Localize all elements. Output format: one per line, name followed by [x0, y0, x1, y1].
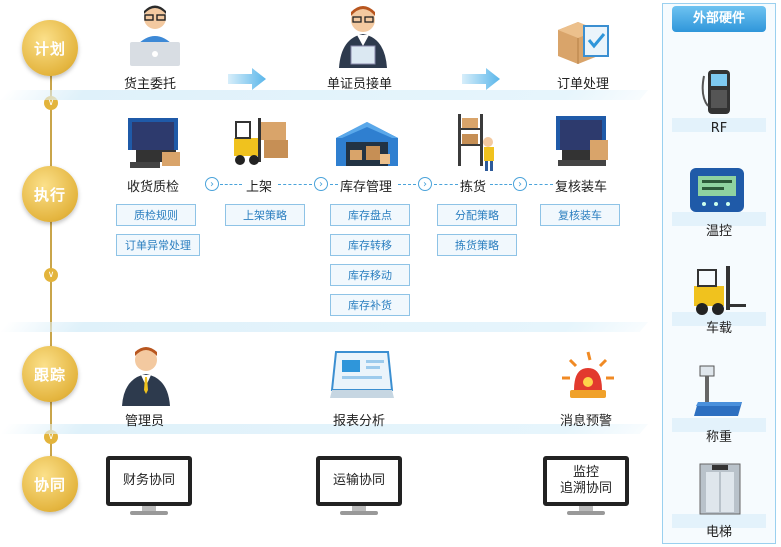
- stage-plan: 计划: [22, 20, 78, 76]
- tag-inventory-move: 库存移动: [330, 264, 410, 286]
- elevator-icon: [699, 463, 741, 515]
- stage-execute: 执行: [22, 166, 78, 222]
- hw-base: [672, 118, 766, 132]
- tag-inventory-transfer: 库存转移: [330, 234, 410, 256]
- transport-screen: 运输协同: [316, 456, 402, 506]
- track-alert-label: 消息预警: [560, 414, 613, 429]
- tag-allocation-strategy: 分配策略: [437, 204, 517, 226]
- finance-monitor: 财务协同: [106, 456, 192, 516]
- tag-quality-rules: 质检规则: [116, 204, 196, 226]
- plan-owner-label: 货主委托: [124, 77, 177, 92]
- monitor-trace-screen: 监控 追溯协同: [543, 456, 629, 506]
- warehouse-icon: [336, 122, 398, 166]
- collab-transport-label: 运输协同: [332, 473, 385, 488]
- step-putaway-label: 上架: [246, 180, 273, 195]
- hw-elevator-label: 电梯: [705, 525, 732, 540]
- collab-monitor-line1: 监控: [572, 465, 599, 480]
- arrow-right-icon: [462, 68, 500, 90]
- connector-dash: [330, 184, 338, 185]
- connector-dash: [398, 184, 416, 185]
- chevron-right-icon: ›: [314, 177, 328, 191]
- step-loading-label: 复核装车: [555, 180, 608, 195]
- alarm-light-icon: [562, 351, 614, 398]
- picker-shelf-icon: [458, 114, 494, 171]
- step-inventory-label: 库存管理: [340, 180, 393, 195]
- hw-base: [672, 212, 766, 226]
- order-box-icon: [558, 22, 609, 64]
- track-manager-label: 管理员: [125, 414, 165, 429]
- band-plan: [0, 90, 648, 100]
- chevron-right-icon: ›: [513, 177, 527, 191]
- hw-base: [672, 514, 766, 528]
- stage-track: 跟踪: [22, 346, 78, 402]
- tag-picking-strategy: 拣货策略: [437, 234, 517, 256]
- vehicle-forklift-icon: [694, 266, 746, 315]
- report-screen-icon: [330, 351, 394, 398]
- step-receiving-label: 收货质检: [127, 180, 180, 195]
- hw-base: [672, 312, 766, 326]
- collab-finance-label: 财务协同: [122, 473, 175, 488]
- connector-dash: [434, 184, 458, 185]
- tag-inventory-count: 库存盘点: [330, 204, 410, 226]
- band-track: [0, 424, 648, 434]
- chevron-right-icon: ›: [418, 177, 432, 191]
- connector-dash: [278, 184, 312, 185]
- clerk-person-icon: [339, 6, 387, 68]
- hardware-panel-title: 外部硬件: [672, 6, 766, 32]
- finance-screen: 财务协同: [106, 456, 192, 506]
- tag-putaway-strategy: 上架策略: [225, 204, 305, 226]
- transport-monitor: 运输协同: [316, 456, 402, 516]
- forklift-boxes-icon: [234, 118, 288, 165]
- plan-order-label: 订单处理: [557, 77, 610, 92]
- hw-vehicle-label: 车载: [705, 321, 732, 336]
- band-execute: [0, 322, 648, 332]
- client-person-icon: [130, 5, 180, 66]
- connector-dash: [529, 184, 553, 185]
- collab-monitor-line2: 追溯协同: [559, 481, 612, 496]
- weighing-scale-icon: [694, 365, 742, 416]
- manager-person-icon: [122, 347, 170, 406]
- hw-base: [672, 418, 766, 432]
- plan-clerk-label: 单证员接单: [327, 77, 393, 92]
- hw-temperature-label: 温控: [705, 224, 732, 239]
- chevron-right-icon: ›: [205, 177, 219, 191]
- stage-collab: 协同: [22, 456, 78, 512]
- step-picking-label: 拣货: [460, 180, 487, 195]
- tag-review-loading: 复核装车: [540, 204, 620, 226]
- connector-dash: [490, 184, 512, 185]
- tag-order-exception: 订单异常处理: [116, 234, 200, 256]
- track-report-label: 报表分析: [333, 414, 386, 429]
- monitor-trace-monitor: 监控 追溯协同: [543, 456, 629, 516]
- arrow-right-icon: [228, 68, 266, 90]
- hw-weighing-label: 称重: [705, 430, 732, 445]
- temperature-control-icon: [690, 168, 744, 212]
- stage-connector-line: [50, 46, 52, 486]
- chevron-down-icon: ∨: [44, 268, 58, 282]
- hw-rf-label: RF: [710, 121, 728, 136]
- connector-dash: [220, 184, 242, 185]
- rf-scanner-icon: [701, 70, 730, 114]
- tag-inventory-replenish: 库存补货: [330, 294, 410, 316]
- receiving-dock-icon: [128, 118, 180, 168]
- loading-truck-icon: [556, 116, 608, 166]
